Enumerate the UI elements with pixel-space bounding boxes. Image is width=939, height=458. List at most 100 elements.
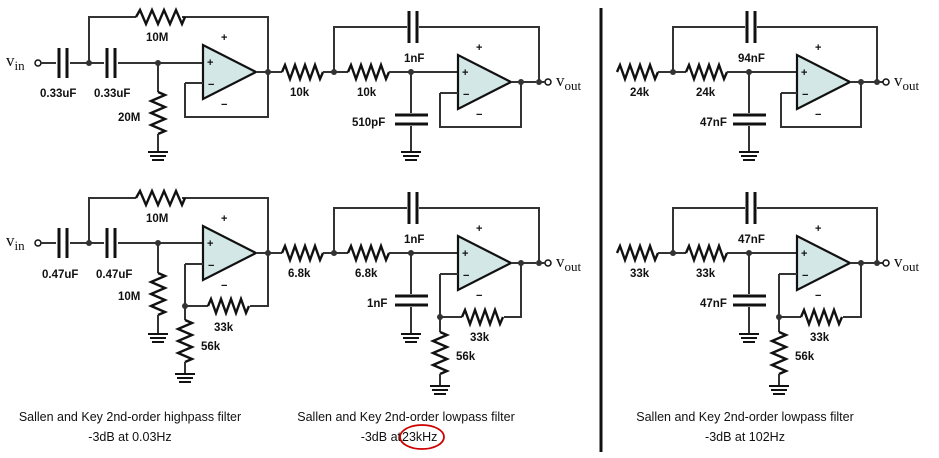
- ground-symbol: [175, 373, 195, 383]
- junction: [518, 260, 524, 266]
- bottom-highpass-filter: vin 0.47uF 0.47uF 10M 10M + − + − 33k 56…: [6, 187, 271, 383]
- opamp-minus: −: [463, 89, 469, 101]
- r1-label: 33k: [630, 268, 650, 280]
- opamp-plus: +: [207, 238, 213, 250]
- supply-minus: −: [815, 109, 821, 121]
- supply-plus: +: [815, 42, 821, 54]
- vin-label: vin: [6, 231, 25, 253]
- supply-minus: −: [815, 290, 821, 302]
- highpass-freq: -3dB at 0.03Hz: [88, 430, 171, 444]
- resistor-ground: [147, 271, 169, 317]
- r-gnd-gain-label: 56k: [795, 351, 815, 363]
- r1-label: 6.8k: [288, 268, 311, 280]
- vout-terminal: [882, 78, 890, 86]
- c-ground-label: 47nF: [700, 117, 727, 129]
- vout-label: vout: [556, 252, 582, 274]
- vout-terminal: [544, 78, 552, 86]
- junction: [874, 260, 880, 266]
- capacitor-ground: [733, 113, 766, 126]
- opamp-plus: +: [801, 67, 807, 79]
- junction: [858, 260, 864, 266]
- r1-label: 24k: [630, 87, 650, 99]
- supply-plus: +: [476, 223, 482, 235]
- resistor-gain-feedback: [799, 306, 844, 328]
- resistor-r2: [346, 61, 391, 83]
- supply-plus: +: [815, 223, 821, 235]
- r-fb-gain-label: 33k: [214, 322, 234, 334]
- resistor-gain-feedback: [206, 295, 251, 317]
- opamp: [201, 224, 259, 282]
- resistor-r2: [346, 242, 391, 264]
- capacitor-c2: [105, 228, 117, 258]
- capacitor-feedback: [407, 11, 419, 43]
- supply-plus: +: [221, 213, 227, 225]
- right-freq: -3dB at 102Hz: [705, 430, 785, 444]
- r-ground-label: 10M: [118, 291, 140, 303]
- lowpass-freq-prefix: -3dB at: [361, 430, 402, 444]
- supply-minus: −: [476, 290, 482, 302]
- vout-label: vout: [894, 252, 920, 274]
- opamp-minus: −: [208, 79, 214, 91]
- c-feedback-label: 47nF: [738, 234, 765, 246]
- junction: [776, 314, 782, 320]
- ground-symbol: [430, 385, 450, 395]
- resistor-gain-ground: [174, 318, 196, 364]
- opamp-minus: −: [802, 270, 808, 282]
- c-feedback-label: 94nF: [738, 53, 765, 65]
- top-highpass-filter: vin 0.33uF 0.33uF 10M 20M + − + −: [6, 6, 271, 161]
- ground-symbol: [401, 151, 421, 161]
- junction: [874, 79, 880, 85]
- c2-label: 0.33uF: [94, 88, 130, 100]
- opamp-plus: +: [207, 57, 213, 69]
- resistor-r1: [280, 242, 325, 264]
- top-lowpass-filter: 10k 10k 1nF 510pF + − + − vout: [268, 11, 582, 161]
- r2-label: 10k: [357, 87, 377, 99]
- resistor-r1: [615, 242, 660, 264]
- c1-label: 0.33uF: [40, 88, 76, 100]
- r-gnd-gain-label: 56k: [201, 341, 221, 353]
- c-ground-label: 47nF: [700, 298, 727, 310]
- opamp: [795, 234, 853, 292]
- r1-label: 10k: [290, 87, 310, 99]
- r-feedback-label: 10M: [146, 213, 168, 225]
- capacitor-feedback: [745, 192, 757, 224]
- opamp-minus: −: [463, 270, 469, 282]
- supply-minus: −: [221, 280, 227, 292]
- ground-symbol: [739, 151, 759, 161]
- capacitor-c2: [105, 48, 117, 78]
- resistor-feedback: [134, 187, 187, 209]
- capacitor-ground: [733, 294, 766, 307]
- highpass-title: Sallen and Key 2nd-order highpass filter: [19, 410, 241, 424]
- opamp-plus: +: [462, 248, 468, 260]
- opamp: [201, 43, 259, 101]
- lowpass-freq-value: 23kHz: [402, 430, 437, 444]
- opamp-plus: +: [801, 248, 807, 260]
- resistor-r1: [615, 61, 660, 83]
- capacitor-ground: [395, 294, 428, 307]
- resistor-ground: [147, 90, 169, 136]
- r-fb-gain-label: 33k: [470, 332, 490, 344]
- vin-terminal: [34, 239, 42, 247]
- junction: [858, 79, 864, 85]
- resistor-feedback: [134, 6, 187, 28]
- capacitor-c1: [57, 48, 69, 78]
- capacitor-ground: [395, 113, 428, 126]
- ground-symbol: [769, 385, 789, 395]
- r-ground-label: 20M: [118, 112, 140, 124]
- c-ground-label: 1nF: [367, 298, 387, 310]
- vin-terminal: [34, 59, 42, 67]
- supply-plus: +: [221, 32, 227, 44]
- top-right-lowpass-filter: 24k 24k 94nF 47nF + − + − vout: [615, 11, 920, 161]
- supply-minus: −: [221, 99, 227, 111]
- right-title: Sallen and Key 2nd-order lowpass filter: [636, 410, 853, 424]
- ground-symbol: [148, 151, 168, 161]
- capacitor-feedback: [407, 192, 419, 224]
- c-feedback-label: 1nF: [404, 234, 424, 246]
- ground-symbol: [401, 333, 421, 343]
- bottom-lowpass-filter: 6.8k 6.8k 1nF 1nF + − + − 33k 56k vout: [268, 192, 582, 395]
- resistor-r2: [684, 242, 729, 264]
- capacitor-c1: [57, 228, 69, 258]
- supply-minus: −: [476, 109, 482, 121]
- capacitor-feedback: [745, 11, 757, 43]
